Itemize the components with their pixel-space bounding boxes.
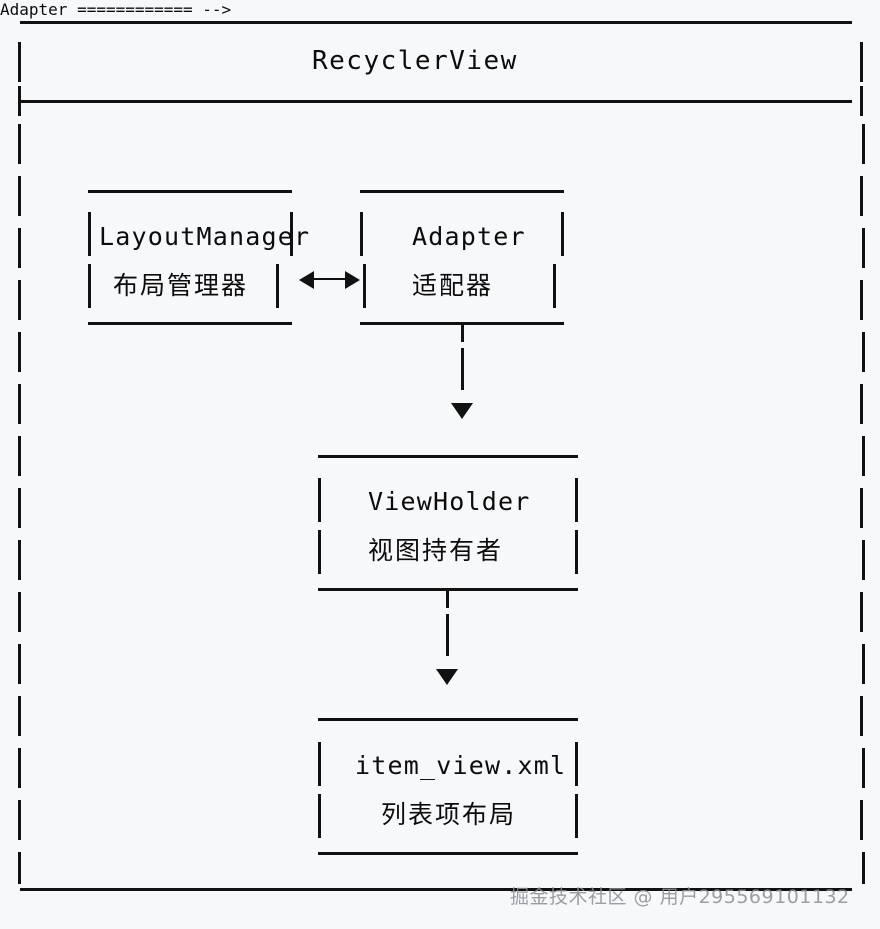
view-holder-left-pipe-1: [318, 478, 321, 522]
layout-manager-left-pipe-1: [88, 212, 91, 256]
container-right-pipe-b4: [860, 280, 863, 320]
container-right-pipe-b3: [862, 228, 865, 268]
container-header-separator: [20, 100, 852, 103]
container-left-pipe-b9: [18, 540, 21, 580]
adapter-title: Adapter: [412, 222, 526, 251]
container-left-pipe-b15: [18, 852, 21, 884]
view-holder-title: ViewHolder: [368, 487, 531, 516]
container-right-pipe-b15: [862, 852, 865, 884]
layout-manager-title: LayoutManager: [99, 222, 311, 251]
container-right-pipe-b6: [860, 384, 863, 424]
container-right-pipe-b13: [862, 748, 865, 788]
connector-viewholder-itemview-seg2: [446, 614, 449, 656]
adapter-subtitle: 适配器: [412, 271, 494, 300]
container-left-pipe-b6: [18, 384, 21, 424]
item-view-right-pipe-2: [575, 794, 578, 838]
container-right-pipe-b5: [862, 332, 865, 372]
container-right-pipe-b11: [862, 644, 865, 684]
container-left-pipe-b5: [18, 332, 21, 372]
arrow-down-icon-adapter: [451, 403, 473, 419]
layout-manager-right-pipe-2: [276, 264, 279, 308]
container-right-pipe-b8: [860, 488, 863, 528]
item-view-title: item_view.xml: [355, 751, 567, 780]
container-left-pipe-b8: [18, 488, 21, 528]
container-right-pipe: [860, 42, 863, 82]
connector-layoutmanager-adapter-line: [313, 278, 349, 280]
view-holder-bottom-border: [318, 588, 578, 591]
container-right-pipe-b1: [862, 124, 865, 164]
container-left-pipe-b4: [18, 280, 21, 320]
container-left-pipe-sep: [18, 86, 21, 116]
adapter-left-pipe-2: [363, 264, 366, 308]
arrow-left-icon: [299, 271, 314, 289]
adapter-top-border: [360, 190, 564, 193]
container-right-pipe-sep: [860, 86, 863, 116]
connector-adapter-viewholder-seg1: [461, 324, 464, 342]
container-left-pipe-b2: [18, 176, 21, 216]
container-left-pipe: [18, 42, 21, 82]
item-view-left-pipe-1: [318, 742, 321, 786]
container-left-pipe-b10: [18, 592, 21, 632]
container-top-border: [20, 21, 852, 24]
container-right-pipe-b2: [860, 176, 863, 216]
container-right-pipe-b9: [862, 540, 865, 580]
layout-manager-bottom-border: [88, 322, 292, 325]
container-right-pipe-b10: [860, 592, 863, 632]
container-left-pipe-b13: [18, 748, 21, 788]
item-view-left-pipe-2: [318, 794, 321, 838]
watermark: 掘金技术社区 @ 用户295569101132: [510, 886, 850, 908]
adapter-right-pipe-1: [561, 212, 564, 256]
adapter-left-pipe-1: [360, 212, 363, 256]
view-holder-right-pipe-2: [575, 530, 578, 574]
container-left-pipe-b7: [18, 436, 21, 476]
layout-manager-left-pipe-2: [88, 264, 91, 308]
view-holder-subtitle: 视图持有者: [368, 536, 504, 565]
container-bottom-border: [20, 888, 852, 891]
connector-adapter-viewholder-seg2: [461, 348, 464, 390]
page-title: RecyclerView: [312, 46, 518, 76]
container-left-pipe-b12: [18, 696, 21, 736]
item-view-right-pipe-1: [575, 742, 578, 786]
arrow-right-icon: [345, 271, 360, 289]
container-right-pipe-b12: [860, 696, 863, 736]
container-right-pipe-b14: [860, 800, 863, 840]
container-left-pipe-b1: [18, 124, 21, 164]
layout-manager-subtitle: 布局管理器: [113, 271, 249, 300]
adapter-bottom-border: [360, 322, 564, 325]
container-left-pipe-b3: [18, 228, 21, 268]
item-view-bottom-border: [318, 852, 578, 855]
connector-viewholder-itemview-seg1: [446, 590, 449, 608]
layout-manager-right-pipe-1: [290, 212, 293, 256]
view-holder-left-pipe-2: [318, 530, 321, 574]
adapter-right-pipe-2: [553, 264, 556, 308]
container-right-pipe-b7: [862, 436, 865, 476]
item-view-subtitle: 列表项布局: [381, 800, 517, 829]
arrow-down-icon-viewholder: [436, 669, 458, 685]
layout-manager-top-border: [88, 190, 292, 193]
view-holder-top-border: [318, 455, 578, 458]
view-holder-right-pipe-1: [575, 478, 578, 522]
item-view-top-border: [318, 718, 578, 721]
container-left-pipe-b14: [18, 800, 21, 840]
container-left-pipe-b11: [18, 644, 21, 684]
